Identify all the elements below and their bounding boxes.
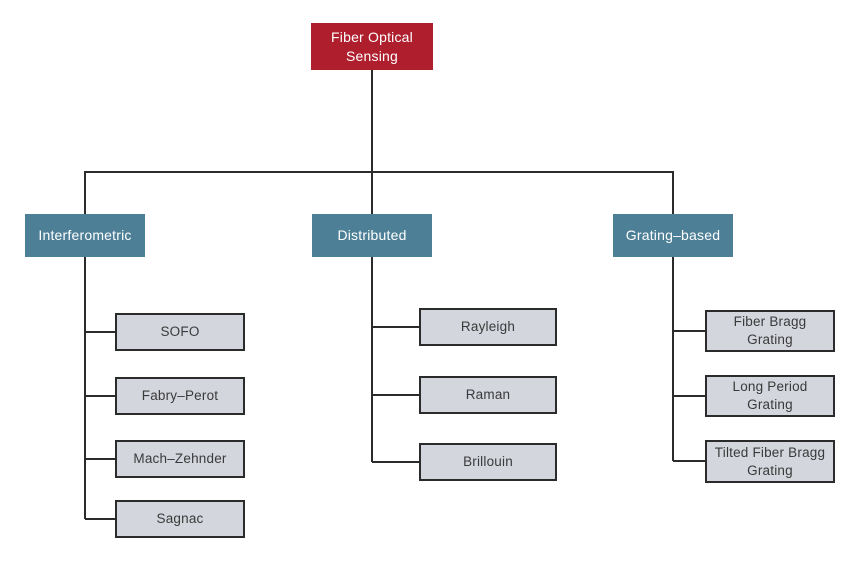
connector-right-spine xyxy=(672,257,705,462)
node-leaf-mach-zehnder: Mach–Zehnder xyxy=(115,440,245,478)
node-leaf-fabry-perot: Fabry–Perot xyxy=(115,377,245,415)
node-branch-grating-based: Grating–based xyxy=(613,214,733,257)
node-leaf-sofo: SOFO xyxy=(115,313,245,351)
node-leaf-brillouin: Brillouin xyxy=(419,443,557,481)
connector-middle-spine xyxy=(371,257,419,463)
connector-branch-drops xyxy=(84,171,674,214)
node-leaf-sagnac: Sagnac xyxy=(115,500,245,538)
node-leaf-long-period-grating: Long Period Grating xyxy=(705,375,835,417)
node-leaf-fiber-bragg-grating: Fiber Bragg Grating xyxy=(705,310,835,352)
node-leaf-tilted-fiber-bragg-grating: Tilted Fiber Bragg Grating xyxy=(705,440,835,483)
connector-left-spine xyxy=(84,257,115,520)
node-branch-distributed: Distributed xyxy=(312,214,432,257)
node-leaf-rayleigh: Rayleigh xyxy=(419,308,557,346)
node-leaf-raman: Raman xyxy=(419,376,557,414)
node-root: Fiber Optical Sensing xyxy=(311,23,433,70)
node-branch-interferometric: Interferometric xyxy=(25,214,145,257)
